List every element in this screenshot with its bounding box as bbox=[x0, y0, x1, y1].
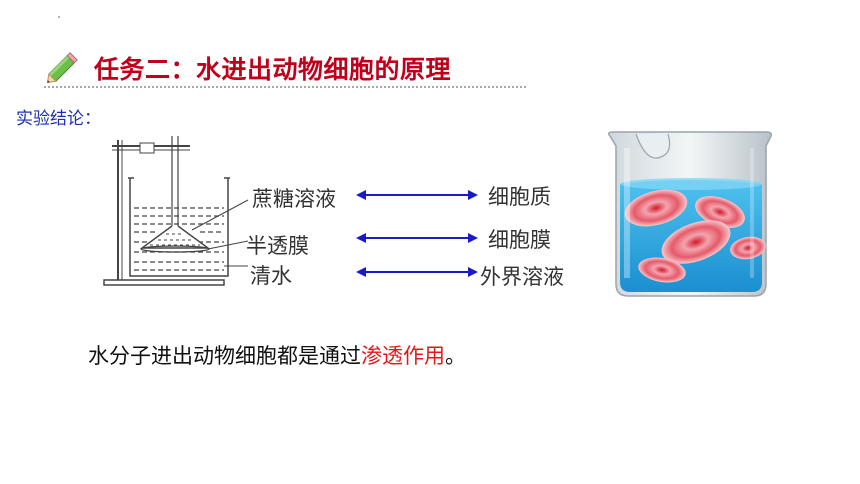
double-arrow-icon bbox=[356, 267, 478, 277]
page-title: 任务二：水进出动物细胞的原理 bbox=[94, 55, 452, 84]
label-cytoplasm: 细胞质 bbox=[488, 185, 551, 209]
label-semipermeable-membrane: 半透膜 bbox=[246, 234, 309, 258]
label-external-solution: 外界溶液 bbox=[480, 265, 564, 289]
conclusion-prefix: 水分子进出动物细胞都是通过 bbox=[88, 344, 361, 368]
section-subtitle: 实验结论： bbox=[16, 109, 101, 129]
label-cell-membrane: 细胞膜 bbox=[488, 228, 551, 252]
pencil-icon bbox=[46, 52, 78, 84]
decorative-dot bbox=[58, 16, 60, 18]
double-arrow-icon bbox=[356, 190, 478, 200]
conclusion-sentence: 水分子进出动物细胞都是通过渗透作用。 bbox=[88, 340, 466, 370]
beaker-with-red-blood-cells-illustration bbox=[607, 131, 773, 297]
conclusion-highlight: 渗透作用 bbox=[361, 344, 445, 368]
label-sucrose-solution: 蔗糖溶液 bbox=[252, 187, 336, 211]
double-arrow-icon bbox=[356, 233, 478, 243]
title-divider bbox=[44, 86, 526, 88]
label-clear-water: 清水 bbox=[250, 264, 292, 288]
conclusion-suffix: 。 bbox=[445, 344, 466, 368]
osmosis-apparatus-illustration bbox=[103, 136, 249, 286]
